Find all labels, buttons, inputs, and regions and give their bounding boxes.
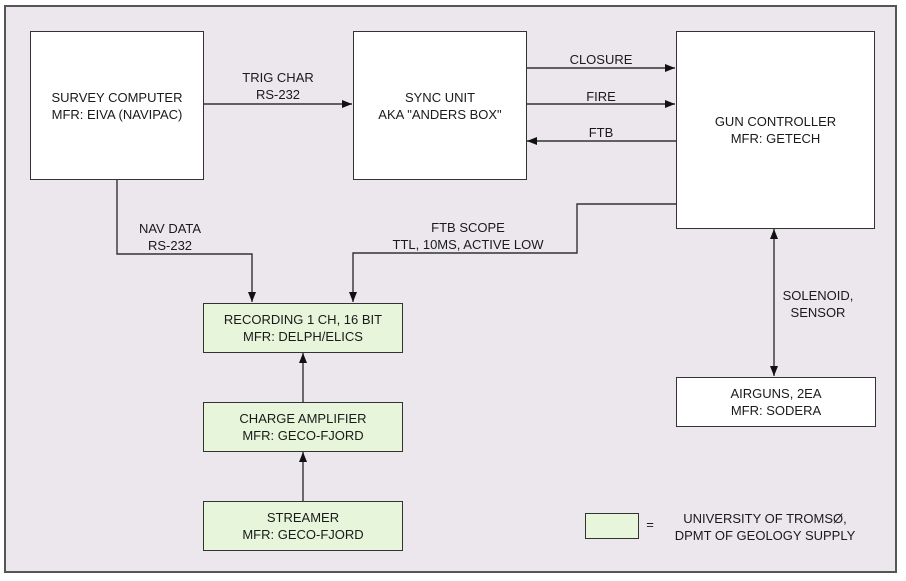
legend-equals: = xyxy=(646,517,654,532)
fire-label: FIRE xyxy=(586,89,616,104)
solenoid-sensor-label: SOLENOID, SENSOR xyxy=(778,287,858,321)
recording-title: RECORDING 1 CH, 16 BIT xyxy=(223,312,383,327)
trig-char-label: TRIG CHAR RS-232 xyxy=(228,69,328,103)
survey-computer-title: SURVEY COMPUTER xyxy=(51,89,183,105)
airguns-block: AIRGUNS, 2EA MFR: SODERA xyxy=(676,377,876,427)
gun-controller-title: GUN CONTROLLER xyxy=(714,114,837,129)
legend-swatch xyxy=(585,513,639,539)
survey-computer-mfr: MFR: EIVA (NAVIPAC) xyxy=(51,106,183,122)
closure-label: CLOSURE xyxy=(569,52,633,67)
nav-data-arrow xyxy=(116,179,256,302)
nav-data-label-line2: RS-232 xyxy=(147,238,193,253)
airguns-mfr: MFR: SODERA xyxy=(730,403,822,418)
charge-amplifier-mfr: MFR: GECO-FJORD xyxy=(242,428,364,443)
solenoid-sensor-label-line2: SENSOR xyxy=(790,305,846,320)
recording-mfr: MFR: DELPH/ELICS xyxy=(243,329,363,344)
trig-char-label-line2: RS-232 xyxy=(255,87,301,102)
airguns-title: AIRGUNS, 2EA xyxy=(730,386,822,401)
ftb-scope-label-line1: FTB SCOPE xyxy=(431,220,505,235)
solenoid-sensor-label-line1: SOLENOID, xyxy=(782,288,854,303)
sync-unit-block: SYNC UNIT AKA "ANDERS BOX" xyxy=(353,31,527,180)
charge-amplifier-block: CHARGE AMPLIFIER MFR: GECO-FJORD xyxy=(203,402,403,452)
streamer-block: STREAMER MFR: GECO-FJORD xyxy=(203,501,403,551)
sync-unit-title: SYNC UNIT xyxy=(404,89,476,105)
streamer-title: STREAMER xyxy=(266,510,340,525)
charge-amplifier-title: CHARGE AMPLIFIER xyxy=(239,411,367,426)
trig-char-label-line1: TRIG CHAR xyxy=(242,70,314,85)
sync-unit-aka: AKA "ANDERS BOX" xyxy=(378,106,502,122)
ftb-scope-label-line2: TTL, 10MS, ACTIVE LOW xyxy=(392,237,544,252)
nav-data-label: NAV DATA RS-232 xyxy=(120,220,220,254)
gun-controller-block: GUN CONTROLLER MFR: GETECH xyxy=(676,31,875,229)
ftb-label: FTB xyxy=(588,125,614,140)
legend-text: UNIVERSITY OF TROMSØ, DPMT OF GEOLOGY SU… xyxy=(660,510,870,544)
legend-text-line2: DPMT OF GEOLOGY SUPPLY xyxy=(674,528,856,543)
gun-controller-mfr: MFR: GETECH xyxy=(730,131,821,146)
ftb-scope-arrow xyxy=(349,203,676,302)
recording-block: RECORDING 1 CH, 16 BIT MFR: DELPH/ELICS xyxy=(203,303,403,353)
nav-data-label-line1: NAV DATA xyxy=(138,221,202,236)
streamer-mfr: MFR: GECO-FJORD xyxy=(242,527,364,542)
legend-text-line1: UNIVERSITY OF TROMSØ, xyxy=(683,511,847,526)
survey-computer-block: SURVEY COMPUTER MFR: EIVA (NAVIPAC) xyxy=(30,31,204,180)
ftb-scope-label: FTB SCOPE TTL, 10MS, ACTIVE LOW xyxy=(378,219,558,253)
